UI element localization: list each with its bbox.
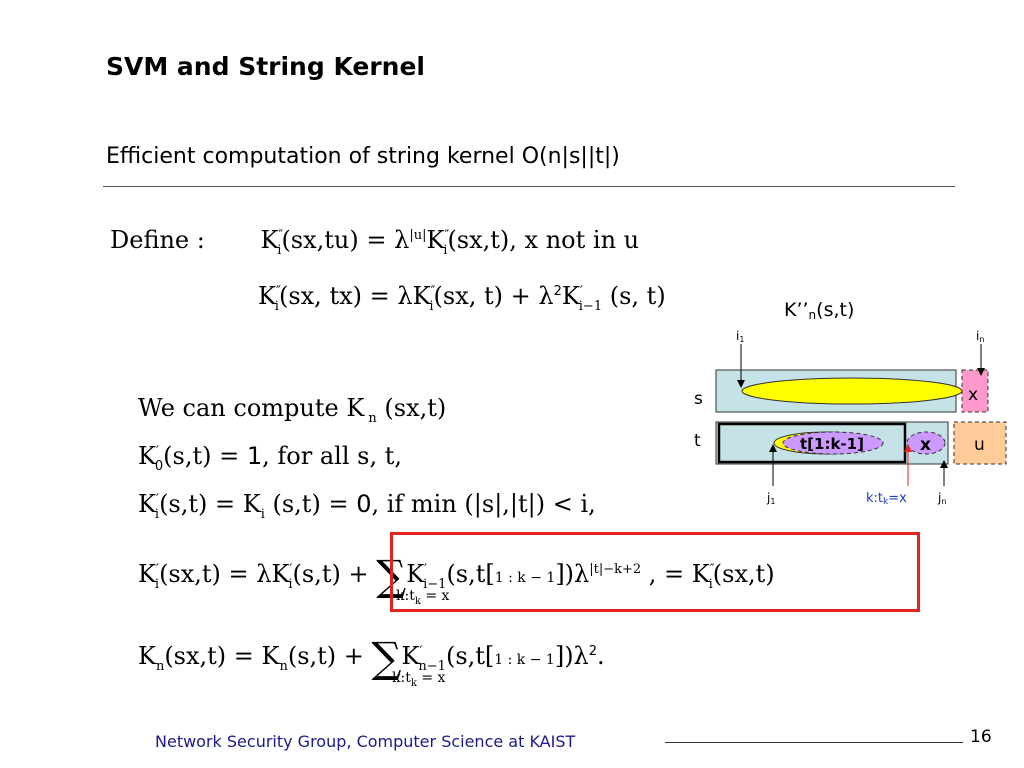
slide-title: SVM and String Kernel: [106, 52, 425, 81]
formula-compute: We can compute K n (sx,t): [138, 394, 447, 426]
t-range-label: t[1:k-1]: [800, 435, 864, 453]
kn-range: 1 : k − 1: [494, 652, 555, 668]
rec-f: (sx,t): [712, 560, 775, 588]
rec-exp: |t|−k+2: [589, 562, 642, 577]
u-box: [953, 421, 1007, 465]
min-a: (s,t) = K: [159, 490, 261, 518]
title-divider: [103, 186, 955, 187]
rec-a: (sx,t) = λK: [159, 560, 290, 588]
rec-range: 1 : k − 1: [494, 570, 556, 586]
sum-symbol-2: ∑: [371, 633, 402, 682]
footer-text: Network Security Group, Computer Science…: [155, 732, 576, 751]
slide-subtitle: Efficient computation of string kernel O…: [106, 144, 620, 169]
t-label: t: [694, 431, 701, 451]
line1-b: (sx,t), x not in u: [447, 226, 640, 254]
rec-e: , = K: [641, 560, 710, 588]
kn-d: ])λ: [554, 642, 589, 670]
k-label: k:tk=x: [866, 491, 907, 507]
min-c: , if min (|s|,|t|) < i,: [371, 490, 596, 518]
compute-text: We can compute K: [138, 394, 365, 422]
kn-b: (s,t) +: [287, 642, 372, 670]
u-label: u: [974, 435, 985, 455]
t-prefix-box: [717, 422, 907, 464]
s-label: s: [694, 389, 703, 409]
define-label: Define :: [110, 226, 205, 254]
k0-b: , for all s, t,: [262, 442, 402, 470]
min-zero: 0: [356, 490, 372, 518]
formula-recurrence-kpp: K″i(sx, tx) = λK″i(sx, t) + λ2K′i−1 (s, …: [258, 282, 666, 314]
x-top-label: x: [968, 385, 978, 405]
kn-c: (s,t[: [445, 642, 495, 670]
formula-kn: Kn(sx,t) = Kn(s,t) + ∑K′n−1(s,t[1 : k − …: [138, 633, 605, 682]
page-number: 16: [970, 727, 992, 747]
highlight-box: [390, 532, 920, 612]
x-mid-label: x: [920, 435, 931, 455]
line2-a: (sx, tx) = λK: [278, 282, 431, 310]
in-label: in: [976, 329, 984, 344]
line2-c: (s, t): [609, 282, 666, 310]
s-ellipse: [741, 377, 963, 405]
jn-label: jn: [937, 491, 946, 506]
kpp-label: K’’n(s,t): [784, 299, 854, 322]
formula-min: K′i(s,t) = Ki (s,t) = 0, if min (|s|,|t|…: [138, 490, 596, 522]
kn-a: (sx,t) = K: [164, 642, 280, 670]
j1-label: j1: [766, 491, 775, 506]
rec-b: (s,t) +: [292, 560, 377, 588]
rec-d: ])λ: [555, 560, 590, 588]
compute-b: (sx,t): [384, 394, 447, 422]
footer-line: [665, 742, 963, 743]
rec-c: (s,t[: [446, 560, 495, 588]
formula-k0: K′0(s,t) = 1, for all s, t,: [138, 442, 402, 474]
x-ellipse-mid: [906, 431, 946, 455]
sum-subscript-2: k:tk = x: [392, 670, 446, 689]
line2-b: (sx, t) + λ: [433, 282, 554, 310]
k0-a: (s,t) =: [163, 442, 247, 470]
formula-define: Define : K″i(sx,tu) = λ|u|K″i(sx,t), x n…: [110, 226, 640, 258]
x-box-top: [961, 369, 989, 413]
line1-exp: |u|: [409, 228, 427, 243]
min-b: (s,t) =: [272, 490, 357, 518]
sum-subscript-1: k:tk = x: [396, 588, 450, 607]
k0-one: 1: [246, 442, 263, 470]
t-range-ellipse: [782, 431, 884, 455]
kn-e: .: [597, 642, 605, 670]
line1-a: (sx,tu) = λ: [281, 226, 410, 254]
i1-label: i1: [736, 329, 744, 344]
formula-recursive: K′i(sx,t) = λK′i(s,t) + ∑K′i−1(s,t[1 : k…: [138, 551, 775, 600]
